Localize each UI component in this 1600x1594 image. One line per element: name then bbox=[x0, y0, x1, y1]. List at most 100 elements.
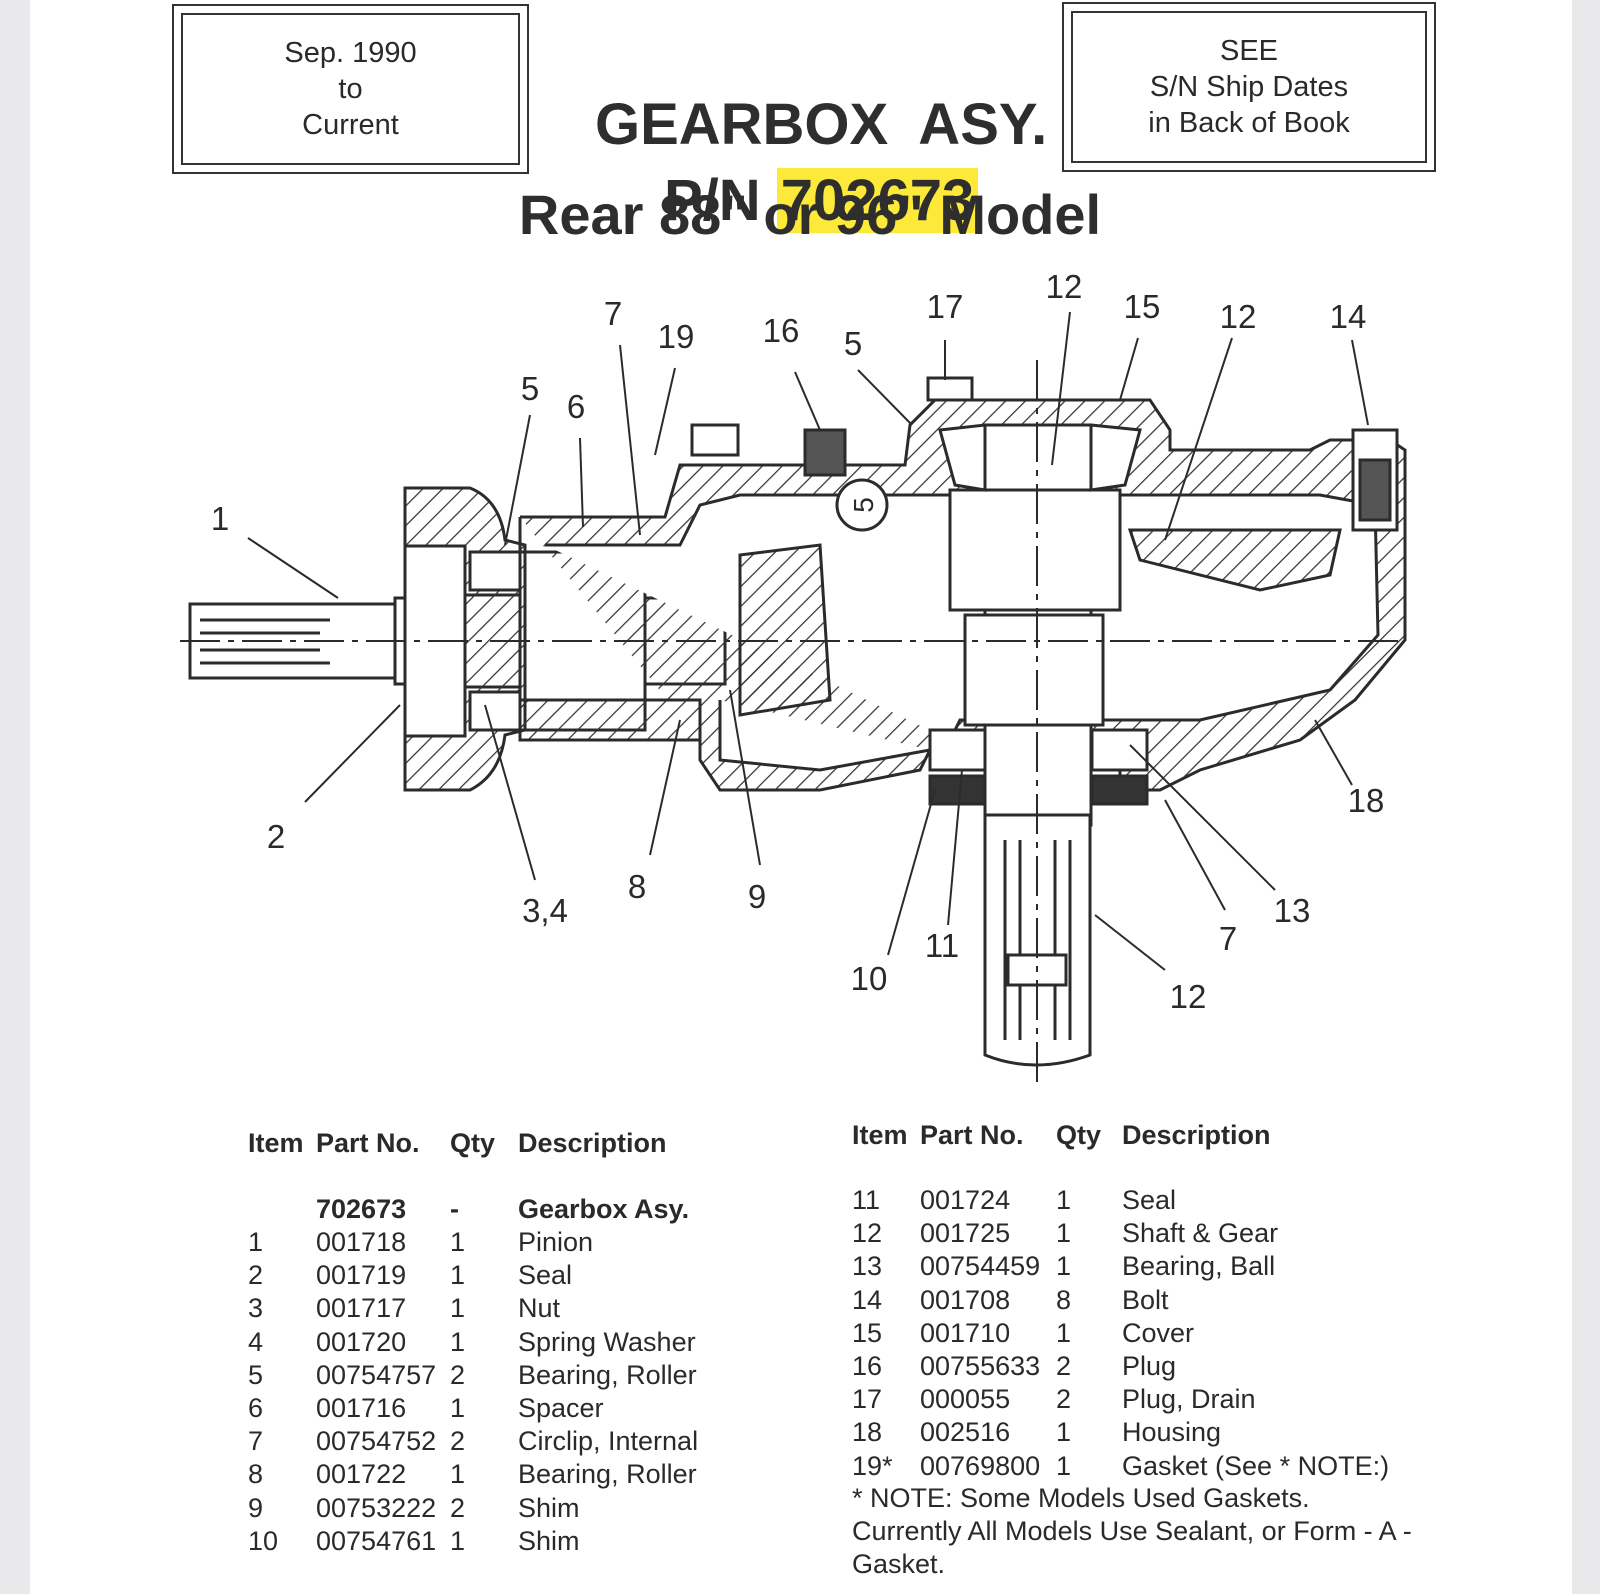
left-row-8-col-0: 8 bbox=[248, 1459, 264, 1490]
right-row-4-col-1: 001708 bbox=[920, 1284, 1011, 1315]
bolt-left bbox=[690, 423, 740, 457]
left-row-7-col-1: 00754752 bbox=[316, 1426, 437, 1457]
left-row-4-col-1: 001720 bbox=[316, 1326, 407, 1357]
callout-13: 13 bbox=[1274, 892, 1311, 929]
left-row-5-col-3: Bearing, Roller bbox=[518, 1359, 697, 1390]
left-row-8-col-2: 1 bbox=[450, 1459, 466, 1490]
callout-18: 18 bbox=[1348, 782, 1385, 819]
page-title: GEARBOX ASY. bbox=[594, 92, 1048, 157]
left-row-9-col-2: 2 bbox=[450, 1492, 466, 1523]
left-row-9-col-0: 9 bbox=[248, 1492, 264, 1523]
catalog-page bbox=[30, 0, 1572, 1594]
right-row-1-col-0: 11 bbox=[852, 1185, 881, 1215]
left-row-7-col-2: 2 bbox=[450, 1426, 466, 1457]
left-assembly-cell-1: 702673 bbox=[316, 1194, 407, 1224]
bearing-roller-left bbox=[468, 550, 522, 592]
gearbox-diagram: 1 2 3,4 5 6 7 19 16 5 17 12 15 12 14 8 9… bbox=[180, 268, 1407, 1085]
date-range-box: Sep. 1990 to Current bbox=[172, 4, 529, 174]
left-row-7-col-3: Circlip, Internal bbox=[518, 1426, 699, 1457]
date-to-word: to bbox=[338, 73, 363, 105]
left-row-10-col-3: Shim bbox=[518, 1525, 580, 1556]
pn-prefix: P/N bbox=[663, 168, 777, 233]
left-row-6-col-3: Spacer bbox=[518, 1393, 604, 1423]
left-row-3-col-2: 1 bbox=[450, 1293, 466, 1324]
left-header-1: Part No. bbox=[316, 1128, 420, 1158]
left-row-3-col-1: 001717 bbox=[316, 1293, 407, 1324]
left-row-2-col-3: Seal bbox=[518, 1260, 573, 1291]
left-row-9-col-1: 00753222 bbox=[316, 1492, 437, 1523]
right-header-3: Description bbox=[1122, 1120, 1271, 1150]
callout-12-right: 12 bbox=[1220, 298, 1257, 335]
callout-5-mid: 5 bbox=[844, 325, 862, 362]
left-row-4-col-2: 1 bbox=[450, 1326, 466, 1357]
right-row-3-col-2: 1 bbox=[1056, 1251, 1072, 1282]
see-line: SEE bbox=[1219, 35, 1279, 67]
right-header-2: Qty bbox=[1056, 1120, 1102, 1150]
left-row-2-col-1: 001719 bbox=[316, 1260, 407, 1291]
left-row-3-col-0: 3 bbox=[248, 1293, 264, 1324]
left-header-3: Description bbox=[518, 1128, 667, 1158]
right-row-7-col-1: 000055 bbox=[920, 1384, 1011, 1415]
left-row-1-col-0: 1 bbox=[248, 1227, 264, 1257]
left-assembly-cell-3: Gearbox Asy. bbox=[518, 1194, 690, 1224]
bearing-circle-callout bbox=[835, 478, 889, 532]
left-row-6-col-2: 1 bbox=[450, 1393, 466, 1423]
left-row-5-col-1: 00754757 bbox=[316, 1359, 437, 1390]
right-row-9-col-3: Gasket (See * NOTE:) bbox=[1122, 1450, 1390, 1481]
right-row-2-col-3: Shaft & Gear bbox=[1122, 1218, 1279, 1249]
right-row-9-col-2: 1 bbox=[1056, 1450, 1072, 1481]
callout-17: 17 bbox=[927, 288, 964, 325]
right-row-3-col-3: Bearing, Ball bbox=[1122, 1251, 1276, 1282]
right-row-2-col-0: 12 bbox=[852, 1218, 883, 1249]
callout-12-bottom: 12 bbox=[1170, 978, 1207, 1015]
part-number-highlight: 702673 bbox=[776, 168, 979, 233]
callout-7-bottom: 7 bbox=[1219, 920, 1237, 957]
right-row-8-col-2: 1 bbox=[1056, 1417, 1072, 1448]
left-row-7-col-0: 7 bbox=[248, 1426, 264, 1457]
right-row-5-col-3: Cover bbox=[1122, 1317, 1195, 1348]
left-row-4-col-3: Spring Washer bbox=[518, 1326, 696, 1357]
left-row-1-col-1: 001718 bbox=[316, 1227, 407, 1257]
left-row-6-col-1: 001716 bbox=[316, 1393, 407, 1423]
left-row-10-col-2: 1 bbox=[450, 1525, 466, 1556]
right-row-4-col-2: 8 bbox=[1056, 1284, 1072, 1315]
left-row-1-col-2: 1 bbox=[450, 1227, 466, 1257]
callout-14: 14 bbox=[1330, 298, 1367, 335]
left-header-2: Qty bbox=[450, 1128, 496, 1158]
right-row-8-col-0: 18 bbox=[852, 1417, 883, 1448]
right-row-7-col-0: 17 bbox=[852, 1384, 883, 1415]
ship-dates-line: S/N Ship Dates bbox=[1149, 71, 1349, 103]
left-row-3-col-3: Nut bbox=[518, 1293, 561, 1324]
right-row-6-col-0: 16 bbox=[852, 1351, 883, 1381]
left-row-1-col-3: Pinion bbox=[518, 1227, 594, 1257]
right-row-6-col-1: 00755633 bbox=[920, 1351, 1041, 1381]
callout-8: 8 bbox=[628, 868, 646, 905]
callout-2: 2 bbox=[267, 818, 285, 855]
right-row-2-col-2: 1 bbox=[1056, 1218, 1072, 1249]
callout-6: 6 bbox=[567, 388, 585, 425]
right-row-4-col-0: 14 bbox=[852, 1284, 883, 1315]
bearing-ball-lower bbox=[928, 728, 987, 772]
ring-gear bbox=[738, 543, 832, 717]
right-row-6-col-2: 2 bbox=[1056, 1351, 1072, 1381]
left-row-5-col-0: 5 bbox=[248, 1359, 264, 1390]
circle-label: 5 bbox=[848, 497, 879, 513]
right-row-7-col-2: 2 bbox=[1056, 1384, 1072, 1415]
right-row-9-col-0: 19* bbox=[852, 1450, 893, 1481]
right-header-1: Part No. bbox=[920, 1120, 1024, 1150]
right-row-9-col-1: 00769800 bbox=[920, 1450, 1041, 1481]
callout-19: 19 bbox=[658, 318, 695, 355]
bearing-roller-upper bbox=[938, 423, 987, 492]
right-row-3-col-0: 13 bbox=[852, 1251, 883, 1282]
left-row-10-col-1: 00754761 bbox=[316, 1525, 437, 1556]
right-row-3-col-1: 00754459 bbox=[920, 1251, 1041, 1282]
callout-1: 1 bbox=[211, 500, 229, 537]
right-row-8-col-1: 002516 bbox=[920, 1417, 1011, 1448]
right-row-1-col-2: 1 bbox=[1056, 1185, 1072, 1215]
callout-16: 16 bbox=[763, 312, 800, 349]
callout-12-top: 12 bbox=[1046, 268, 1083, 305]
right-row-1-col-1: 001724 bbox=[920, 1185, 1011, 1215]
model-subtitle: Rear 88" or 96" Model bbox=[518, 183, 1102, 246]
callout-7-top: 7 bbox=[604, 295, 622, 332]
right-row-5-col-2: 1 bbox=[1056, 1317, 1072, 1348]
